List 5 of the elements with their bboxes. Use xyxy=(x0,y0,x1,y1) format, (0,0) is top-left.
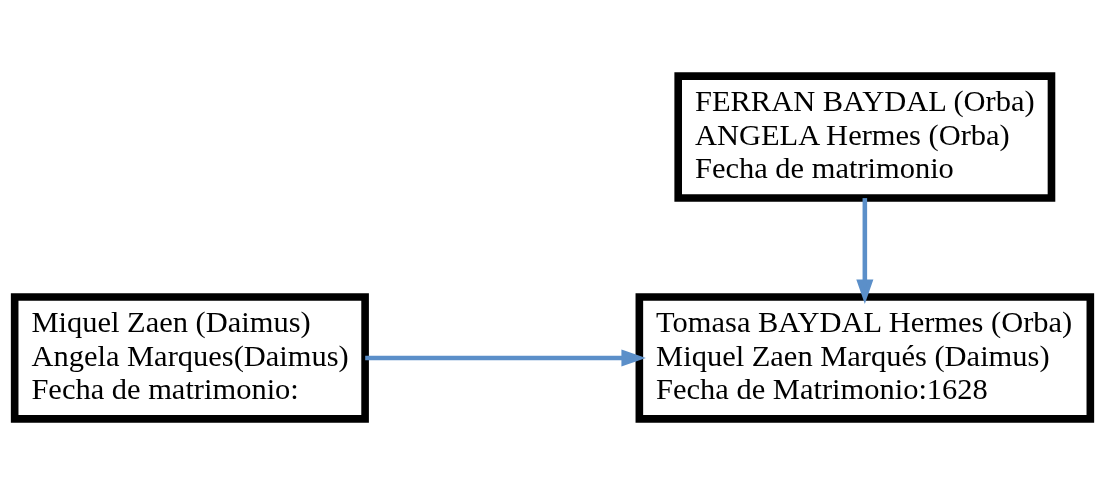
node-box: Tomasa BAYDAL Hermes (Orba) Miquel Zaen Marqués (Daimus) Fecha de Matrimonio:1628 xyxy=(635,293,1095,423)
arrow xyxy=(365,349,646,367)
node-box: FERRAN BAYDAL (Orba) ANGELA Hermes (Orba) Fecha de matrimonio xyxy=(674,72,1056,202)
arrow xyxy=(856,198,874,304)
node-box: Miquel Zaen (Daimus) Angela Marques(Daimus) Fecha de matrimonio: xyxy=(10,293,369,423)
